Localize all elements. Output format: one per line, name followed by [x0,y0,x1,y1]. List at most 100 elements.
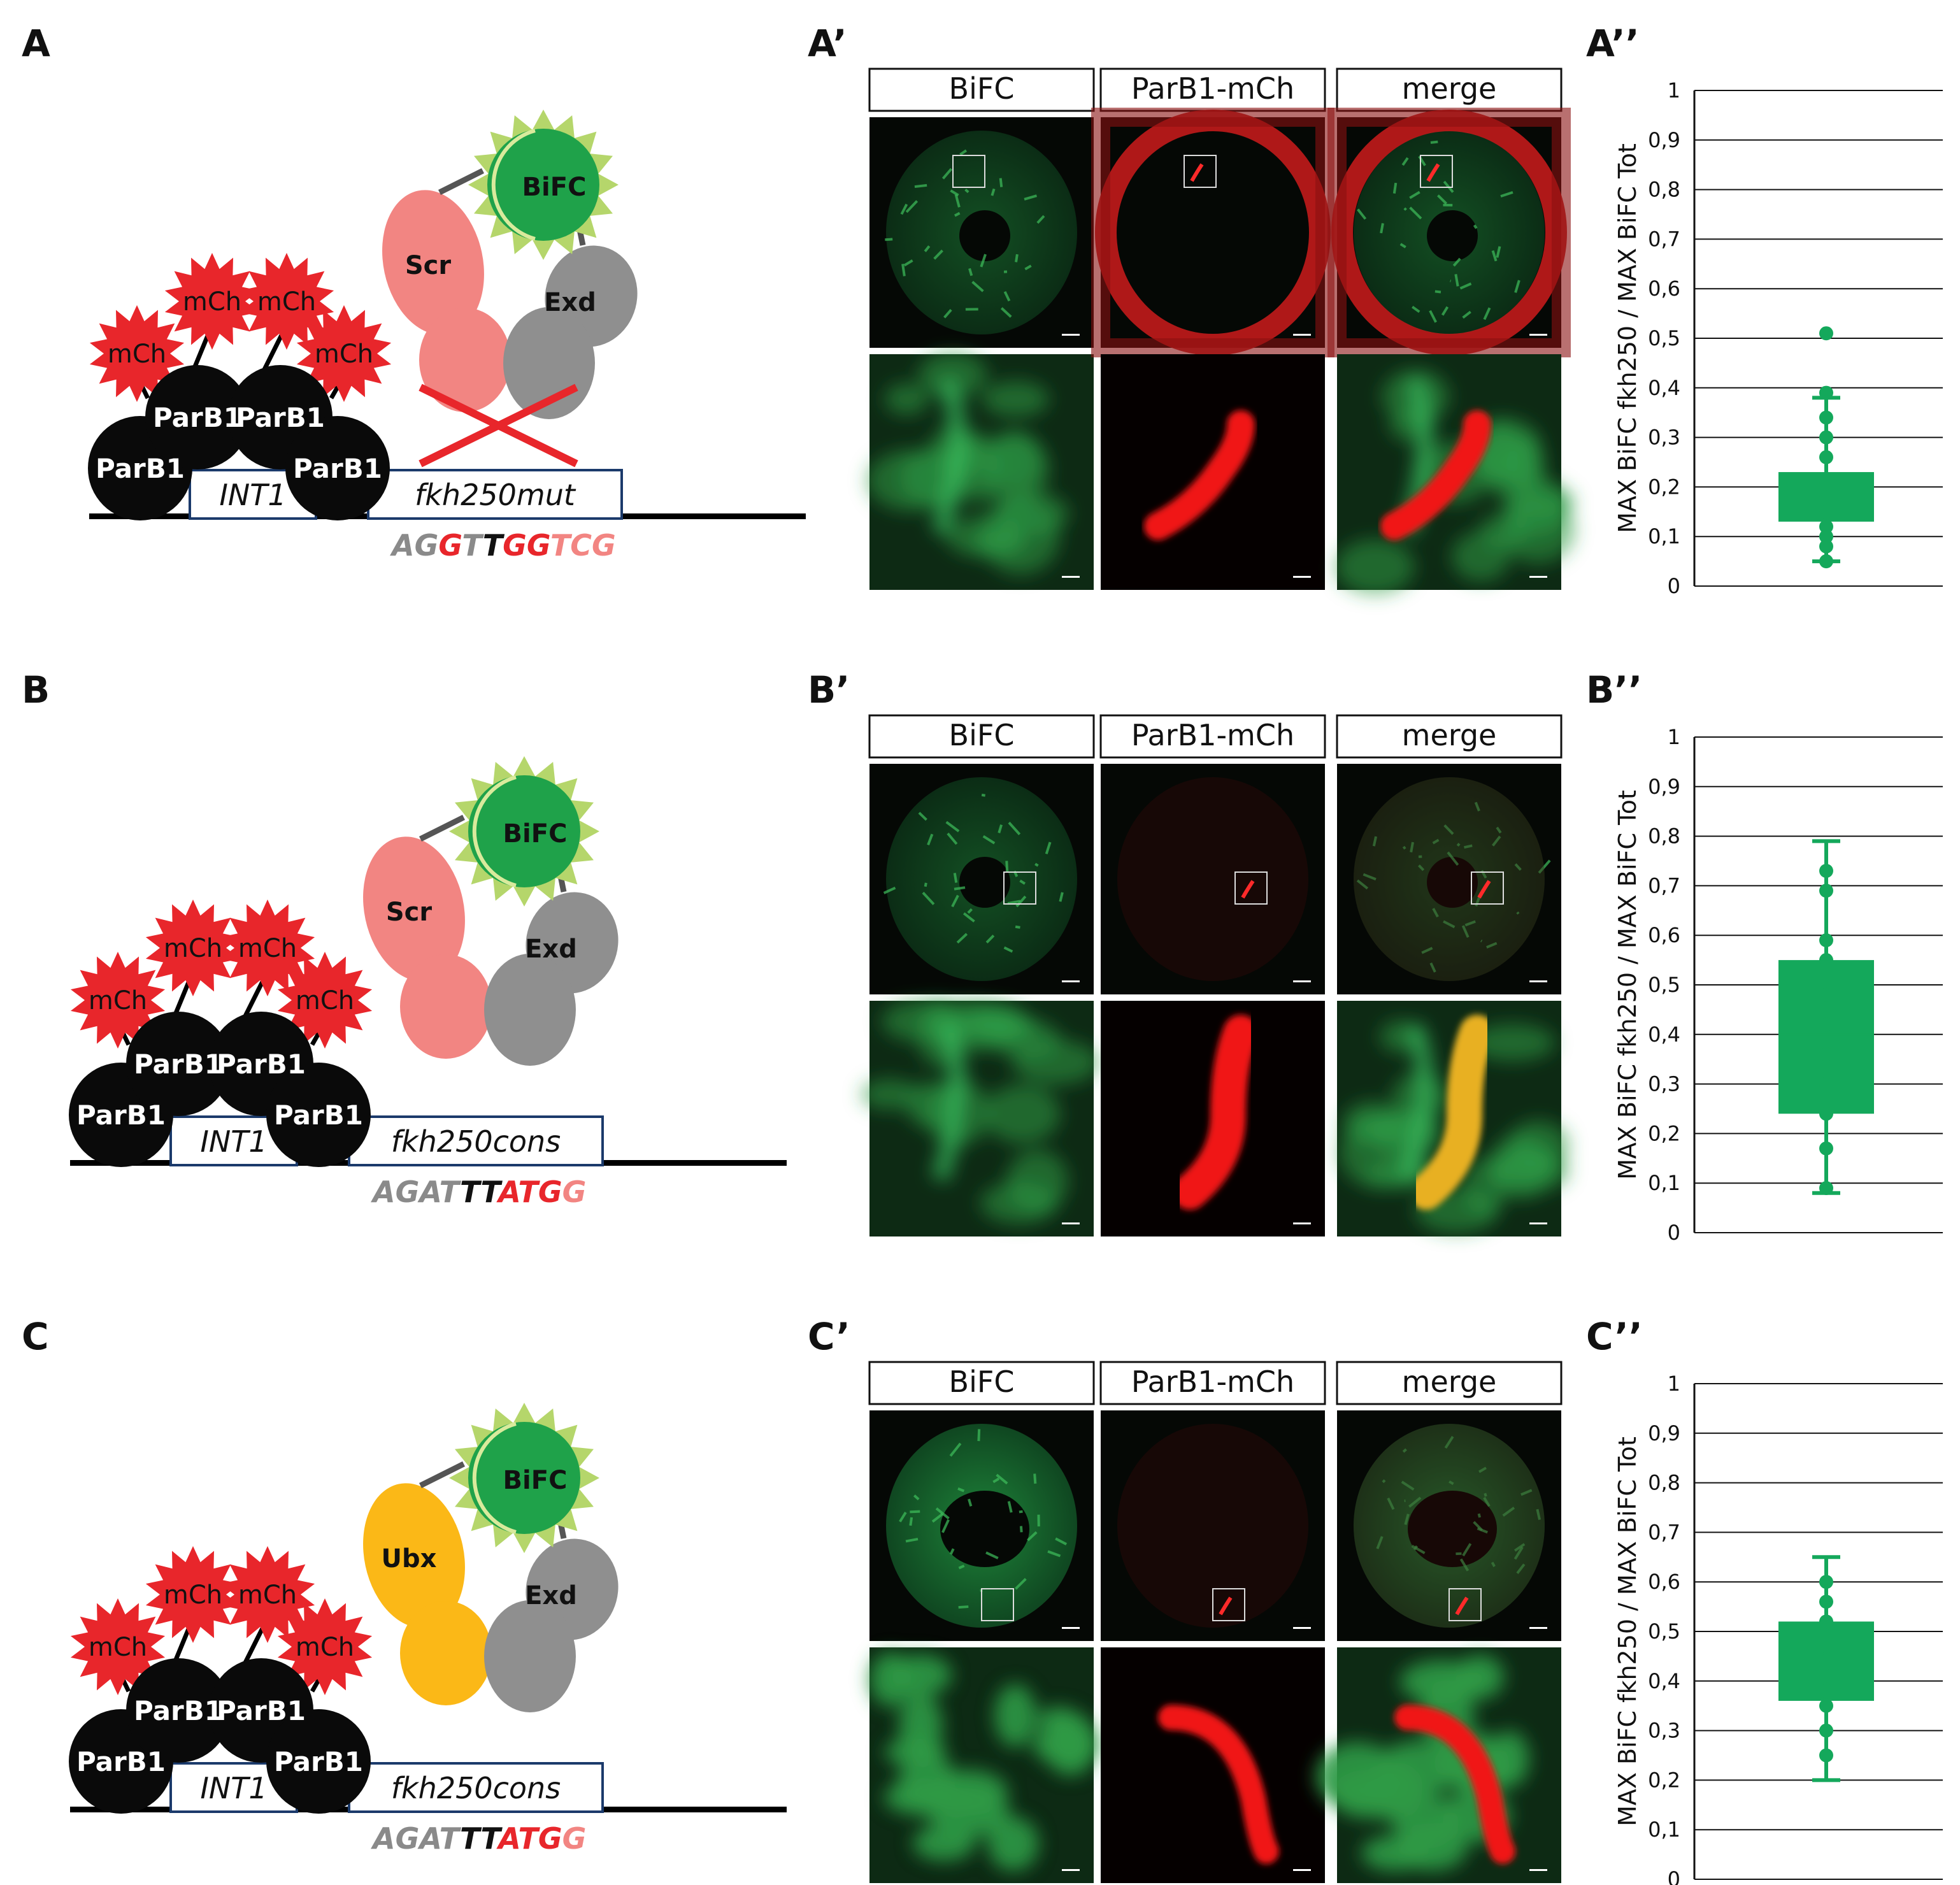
cross-mark [418,383,578,468]
locus-spot [1477,880,1491,899]
scale-bar [1529,334,1547,336]
y-tick-label: 0,6 [1648,1570,1680,1594]
mch-star [145,1546,241,1643]
data-point [1819,529,1833,544]
mch-label: mCh [257,287,316,317]
data-point [1819,450,1833,464]
data-point [1819,326,1833,341]
y-tick-label: 0,8 [1648,178,1680,202]
linker [418,1461,466,1489]
channel-label: BiFC [949,718,1015,752]
data-point [1819,430,1833,445]
bifc-label: BiFC [503,819,568,849]
locus-spot [1219,1596,1233,1616]
mch-star [277,952,373,1049]
y-tick-label: 1 [1668,1372,1680,1396]
channel-header [868,1361,1095,1405]
zoom-green [861,999,1099,1224]
parb1-label: ParB1 [293,453,382,484]
zoom-red [1394,1705,1515,1864]
roi-box [952,155,985,188]
scale-bar [1293,1869,1311,1871]
panel-label: C’ [808,1315,850,1358]
y-tick-label: 0,9 [1648,128,1680,152]
right-protein-label: Exd [525,1581,577,1610]
data-point [1819,1595,1833,1609]
mch-label: mCh [89,986,147,1015]
y-tick-label: 0,7 [1648,1520,1680,1544]
zoom-red [1172,1015,1259,1210]
data-point [1819,539,1833,554]
site-label: fkh250mut [415,478,576,512]
panel-label: A’’ [1586,22,1640,65]
y-tick-label: 0,3 [1648,1719,1680,1743]
zoom-red [1408,1015,1495,1210]
data-point [1819,554,1833,569]
channel-header [868,68,1095,112]
site-sequence: AGATTTATGG [371,1821,586,1856]
scale-bar [1293,1222,1311,1224]
y-axis-label: MAX BiFC fkh250 / MAX BiFC Tot [1613,790,1642,1180]
y-tick-label: 0,8 [1648,1471,1680,1495]
panel-label: C [22,1315,49,1358]
channel-header [1099,1361,1326,1405]
locus-spot [1426,163,1440,182]
scale-bar [1062,576,1080,578]
nucleus-signal [1354,777,1551,981]
data-point [1819,410,1833,425]
roi-box [1471,871,1504,905]
channel-label: BiFC [949,71,1015,106]
mch-label: mCh [238,934,297,963]
mch-label: mCh [238,1580,297,1610]
zoom-green [1335,369,1576,595]
site-box [367,469,623,520]
y-tick-label: 0 [1668,1221,1680,1245]
data-point [1819,519,1833,534]
y-tick-label: 0,2 [1648,1121,1680,1145]
scale-bar [1293,334,1311,336]
roi-box [1184,155,1217,188]
y-tick-label: 0,6 [1648,276,1680,301]
bifc-label: BiFC [503,1466,568,1495]
left-protein: Scr [363,836,492,1059]
site-sequence: AGGTTGGTCG [390,528,616,563]
y-tick-label: 0,6 [1648,923,1680,947]
channel-header [1099,714,1326,759]
right-protein-label: Exd [544,288,596,317]
parb1-label: ParB1 [217,1049,306,1080]
y-tick-label: 0,1 [1648,1817,1680,1842]
scale-bar [1062,980,1080,982]
roi-box [1234,871,1268,905]
zoom-red [1380,410,1491,540]
zoom-green [869,1652,1099,1871]
parb1-label: ParB1 [236,402,325,433]
parb1-circle [266,1063,371,1167]
channel-label: ParB1-mCh [1131,71,1294,106]
overview-image [1101,764,1325,994]
data-point [1819,505,1833,519]
zoom-image [1101,1647,1325,1883]
y-tick-label: 0,8 [1648,824,1680,849]
data-point [1819,1723,1833,1738]
y-axis-label: MAX BiFC fkh250 / MAX BiFC Tot [1613,143,1642,533]
scale-bar [1529,1627,1547,1629]
bifc-label: BiFC [522,173,587,202]
channel-label: ParB1-mCh [1131,1365,1294,1399]
data-point [1819,1614,1833,1629]
roi-box [1449,1588,1482,1621]
scale-bar [1293,1627,1311,1629]
parb1-label: ParB1 [217,1695,306,1726]
y-tick-label: 0,1 [1648,524,1680,548]
zoom-green [866,352,1069,575]
data-point [1819,1669,1833,1684]
data-point [1819,1077,1833,1091]
data-point [1819,1684,1833,1698]
parb1-circle [126,1012,231,1116]
y-tick-label: 0,7 [1648,873,1680,898]
